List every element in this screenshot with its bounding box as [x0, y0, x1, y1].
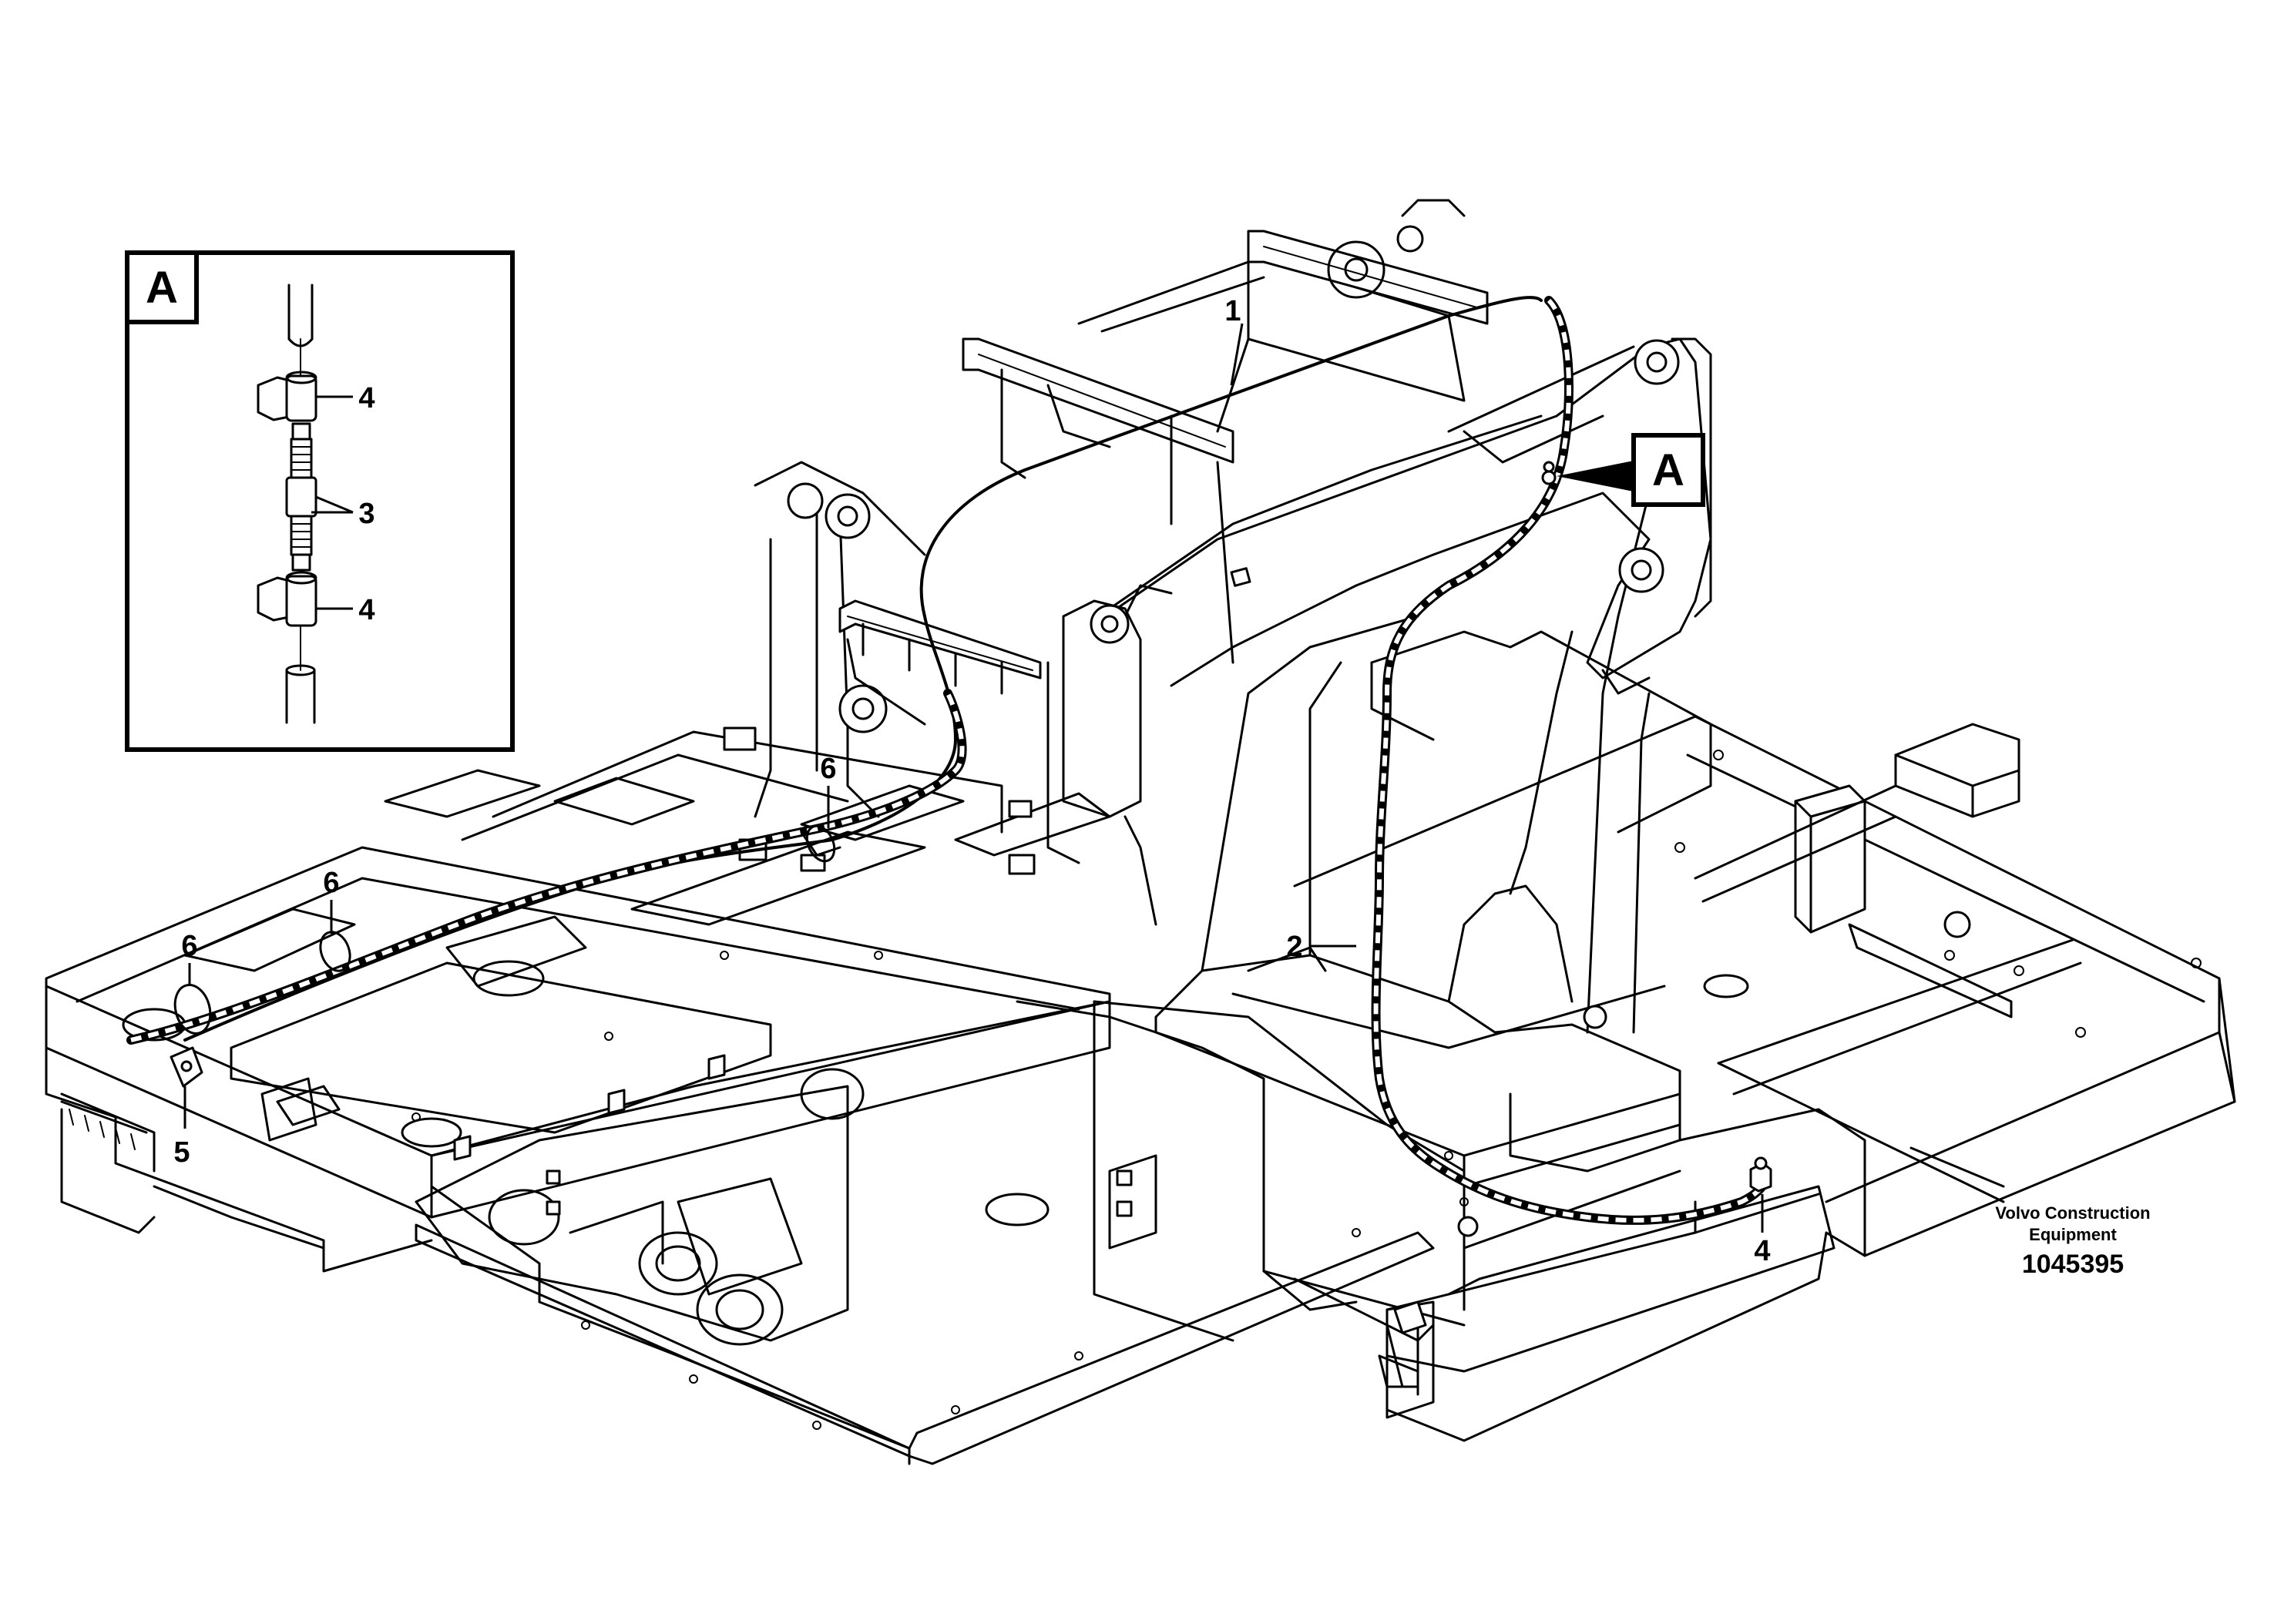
middle-rail — [838, 599, 1042, 726]
boom-stand — [1154, 492, 1749, 1188]
detail-clamp-bottom — [257, 571, 317, 627]
boom-beam — [962, 199, 1489, 664]
main-view-label: A — [1652, 445, 1684, 495]
frame-clamp — [1749, 1156, 1772, 1193]
left-chassis — [45, 730, 1111, 1219]
cable-ties — [173, 824, 841, 1035]
detail-callout-4-bottom: 4 — [358, 594, 374, 626]
document-number: 1045395 — [2022, 1250, 2124, 1279]
right-tail — [1293, 1277, 1435, 1388]
right-frame — [1293, 715, 2236, 1442]
coupling-marker — [1541, 461, 1557, 485]
callout-1: 1 — [1224, 295, 1241, 327]
right-lower-box — [1093, 1000, 1866, 1419]
center-frame — [415, 1000, 1469, 1346]
right-crossbeam — [1694, 723, 2020, 938]
detail-callout-3: 3 — [358, 498, 374, 530]
detail-view-a: A 4 — [125, 250, 515, 752]
detail-view-label: A — [146, 263, 178, 313]
undercarriage-plate — [415, 1185, 1435, 1465]
detail-clamp-top — [257, 371, 317, 422]
callout-6-b: 6 — [323, 867, 339, 899]
detail-coupling — [285, 422, 317, 572]
view-tag-main: A — [1557, 433, 1705, 507]
callout-4-frame: 4 — [1754, 1235, 1770, 1267]
callout-6-a: 6 — [181, 930, 197, 962]
hose-2 — [126, 296, 1769, 1225]
brand-block: Volvo Construction Equipment 1045395 — [1995, 1203, 2150, 1279]
hose-clip — [170, 1046, 203, 1088]
callout-5: 5 — [173, 1136, 190, 1169]
boom-foot — [754, 461, 1157, 926]
arm-frame — [1093, 337, 1712, 695]
callout-2: 2 — [1286, 931, 1302, 963]
callouts: 1 2 4 5 6 6 6 — [173, 295, 1770, 1267]
brand-line-2: Equipment — [2029, 1225, 2117, 1244]
callout-6-c: 6 — [820, 753, 836, 785]
detail-callout-4-top: 4 — [358, 382, 374, 414]
left-end-box — [45, 1000, 1111, 1273]
brand-line-1: Volvo Construction — [1995, 1203, 2150, 1223]
